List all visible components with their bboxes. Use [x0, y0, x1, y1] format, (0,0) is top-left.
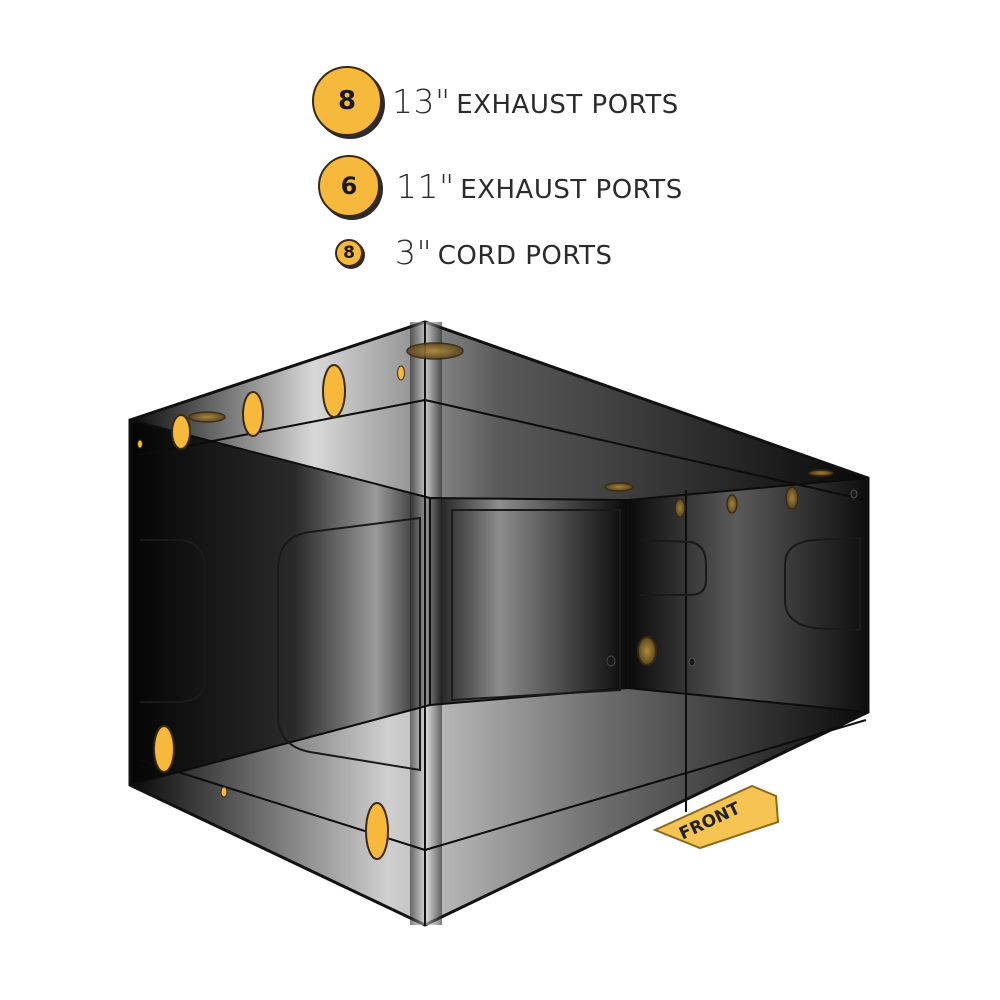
exhaust-port: [171, 414, 191, 450]
port-count-badge: 6: [318, 155, 380, 217]
exhaust-port: [637, 636, 657, 666]
cord-ports: [137, 365, 858, 798]
port-type: EXHAUST PORTS: [460, 174, 683, 205]
exhaust-port: [726, 494, 738, 514]
port-type: CORD PORTS: [437, 241, 613, 271]
tent-left-wall: [130, 420, 430, 785]
legend-label: 13" EXHAUST PORTS: [392, 82, 679, 121]
exhaust-port: [188, 411, 226, 423]
cord-port: [137, 439, 143, 449]
exhaust-ports: [153, 364, 657, 860]
legend-label: 11" EXHAUST PORTS: [396, 167, 683, 206]
exhaust-ports-interior: [188, 342, 834, 518]
port-size: 13": [392, 81, 451, 121]
legend-row-13in-exhaust: 8 13" EXHAUST PORTS: [312, 66, 679, 136]
exhaust-port: [153, 725, 175, 773]
exhaust-port: [785, 486, 799, 510]
cord-port: [850, 489, 858, 499]
grow-tent-diagram: FRONT: [128, 320, 870, 927]
legend-label: 3" CORD PORTS: [395, 233, 612, 272]
exhaust-port: [242, 391, 264, 437]
exhaust-port: [365, 802, 389, 860]
cord-port: [606, 655, 616, 667]
tent-door-panels: [140, 509, 861, 772]
legend-row-3in-cord: 8 3" CORD PORTS: [335, 233, 612, 272]
exhaust-port: [604, 482, 634, 492]
front-tag-shape: [652, 784, 780, 850]
tent-ceiling: [130, 322, 868, 500]
port-count-badge: 8: [312, 66, 382, 136]
tent-back-wall: [430, 498, 628, 705]
cord-port: [688, 657, 696, 667]
port-size: 3": [395, 233, 433, 272]
exhaust-port: [406, 342, 464, 360]
tent-floor: [130, 688, 868, 925]
legend-row-11in-exhaust: 6 11" EXHAUST PORTS: [318, 155, 683, 217]
cord-port: [220, 786, 228, 798]
port-legend: 8 13" EXHAUST PORTS 6 11" EXHAUST PORTS …: [0, 0, 1000, 300]
cord-port: [397, 365, 405, 381]
port-type: EXHAUST PORTS: [456, 89, 679, 120]
exhaust-port: [808, 469, 834, 477]
exhaust-port: [322, 364, 346, 418]
exhaust-port: [674, 498, 686, 518]
port-size: 11": [396, 166, 455, 206]
tent-right-wall: [628, 478, 868, 712]
port-count-badge: 8: [335, 238, 363, 267]
